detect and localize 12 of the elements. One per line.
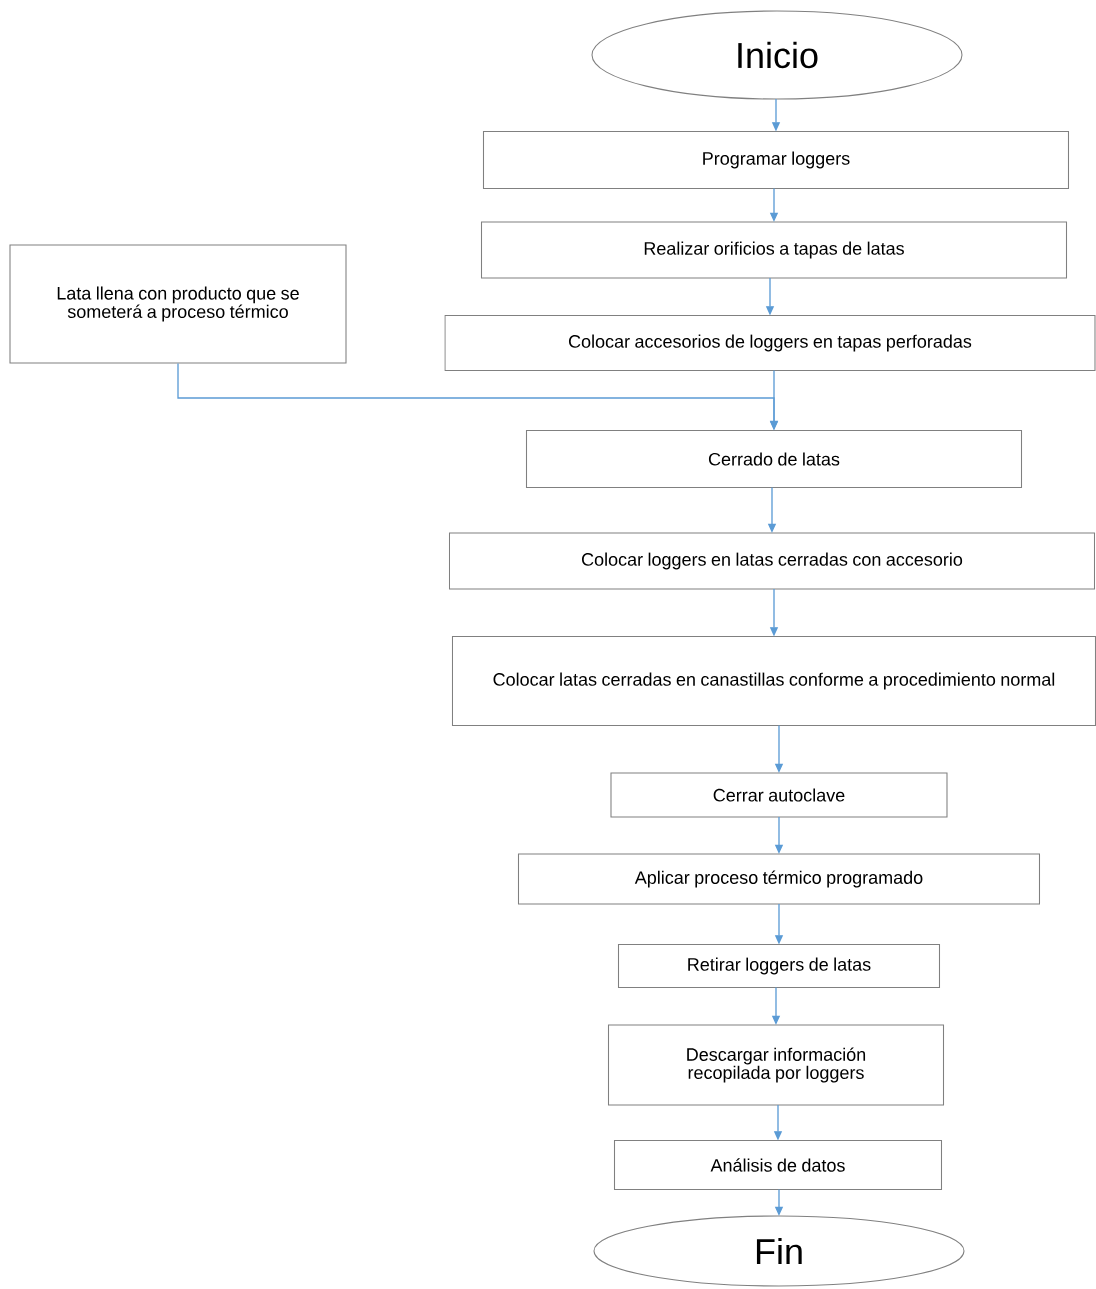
process-box: Cerrado de latas (525, 429, 1023, 489)
process-box: Aplicar proceso térmico programado (517, 853, 1041, 905)
process-box: Retirar loggers de latas (617, 943, 941, 989)
process-box: Cerrar autoclave (610, 772, 948, 818)
process-box: Colocar accesorios de loggers en tapas perforadas (444, 314, 1096, 372)
process-box: Análisis de datos (613, 1139, 943, 1191)
process-box: Programar loggers (482, 130, 1070, 190)
process-box: Realizar orificios a tapas de latas (480, 221, 1068, 279)
process-box: Descargar información recopilada por loggers (607, 1024, 945, 1106)
process-box: Colocar latas cerradas en canastillas conforme a procedimiento normal (451, 635, 1096, 727)
process-box: Colocar loggers en latas cerradas con accesorio (448, 532, 1096, 590)
process-box: Lata llena con producto que se someterá a proceso térmico (9, 244, 347, 364)
